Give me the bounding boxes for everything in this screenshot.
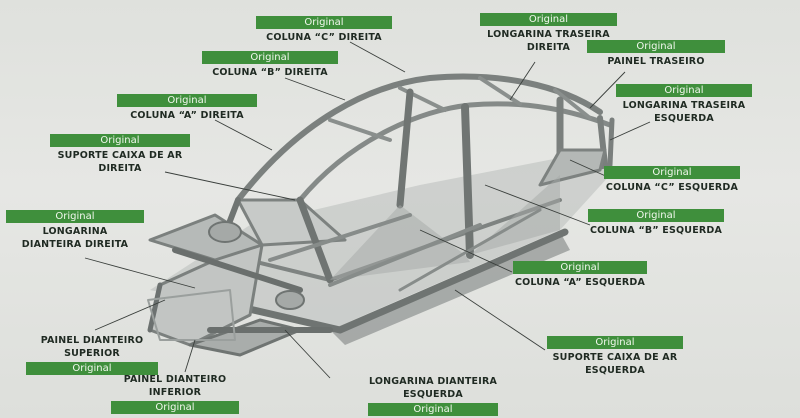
original-badge: Original — [616, 84, 752, 97]
part-name: COLUNA “A” ESQUERDA — [514, 277, 646, 288]
original-badge: Original — [513, 261, 647, 274]
part-name: LONGARINA DIANTEIRA DIREITA — [21, 226, 129, 250]
leader-longarina-traseira-esquerda — [609, 121, 651, 141]
part-name: LONGARINA TRASEIRA DIREITA — [487, 29, 610, 53]
label-suporte-caixa-direita: Original SUPORTE CAIXA DE AR DIREITA — [50, 134, 190, 175]
leader-coluna-c-esquerda — [569, 159, 611, 179]
label-painel-traseiro: Original PAINEL TRASEIRO — [587, 40, 725, 68]
original-badge: Original — [587, 40, 725, 53]
part-name: PAINEL DIANTEIRO SUPERIOR — [40, 335, 144, 359]
part-name: COLUNA “C” ESQUERDA — [605, 182, 739, 193]
part-name: PAINEL TRASEIRO — [607, 56, 705, 67]
part-name: SUPORTE CAIXA DE AR DIREITA — [57, 150, 183, 174]
label-longarina-traseira-direita: Original LONGARINA TRASEIRA DIREITA — [480, 13, 617, 54]
original-badge: Original — [480, 13, 617, 26]
original-badge: Original — [26, 362, 158, 375]
label-longarina-traseira-esquerda: Original LONGARINA TRASEIRA ESQUERDA — [616, 84, 752, 125]
original-badge: Original — [111, 401, 239, 414]
label-coluna-b-esquerda: Original COLUNA “B” ESQUERDA — [588, 209, 724, 237]
leader-coluna-c-direita — [349, 41, 406, 73]
label-painel-dianteiro-superior: PAINEL DIANTEIRO SUPERIOR Original — [26, 334, 158, 375]
part-name: SUPORTE CAIXA DE AR ESQUERDA — [552, 352, 678, 376]
original-badge: Original — [50, 134, 190, 147]
leader-longarina-dianteira-esquerda — [284, 329, 331, 379]
original-badge: Original — [604, 166, 740, 179]
part-name: COLUNA “B” ESQUERDA — [589, 225, 723, 236]
label-coluna-a-direita: Original COLUNA “A” DIREITA — [117, 94, 257, 122]
part-name: LONGARINA TRASEIRA ESQUERDA — [622, 100, 746, 124]
label-coluna-b-direita: Original COLUNA “B” DIREITA — [202, 51, 338, 79]
leader-coluna-b-esquerda — [484, 184, 591, 226]
part-name: PAINEL DIANTEIRO INFERIOR — [123, 374, 227, 398]
original-badge: Original — [368, 403, 498, 416]
leader-coluna-a-esquerda — [419, 229, 513, 273]
leader-suporte-caixa-esquerda — [454, 289, 546, 351]
part-name: COLUNA “B” DIREITA — [212, 67, 328, 78]
original-badge: Original — [6, 210, 144, 223]
original-badge: Original — [117, 94, 257, 107]
leader-painel-traseiro — [589, 71, 626, 109]
part-name: COLUNA “A” DIREITA — [130, 110, 244, 121]
label-suporte-caixa-esquerda: Original SUPORTE CAIXA DE AR ESQUERDA — [547, 336, 683, 377]
leader-coluna-b-direita — [284, 77, 346, 101]
part-name: COLUNA “C” DIREITA — [266, 32, 382, 43]
original-badge: Original — [588, 209, 724, 222]
label-painel-dianteiro-inferior: PAINEL DIANTEIRO INFERIOR Original — [111, 373, 239, 414]
label-longarina-dianteira-direita: Original LONGARINA DIANTEIRA DIREITA — [6, 210, 144, 251]
label-coluna-c-direita: Original COLUNA “C” DIREITA — [256, 16, 392, 44]
original-badge: Original — [256, 16, 392, 29]
part-name: LONGARINA DIANTEIRA ESQUERDA — [368, 376, 498, 400]
label-coluna-c-esquerda: Original COLUNA “C” ESQUERDA — [604, 166, 740, 194]
leader-painel-dianteiro-superior — [94, 299, 166, 331]
car-body-frame — [147, 73, 615, 357]
label-coluna-a-esquerda: Original COLUNA “A” ESQUERDA — [513, 261, 647, 289]
leader-lines — [84, 41, 651, 379]
leader-suporte-caixa-direita — [164, 171, 296, 201]
original-badge: Original — [202, 51, 338, 64]
original-badge: Original — [547, 336, 683, 349]
label-longarina-dianteira-esquerda: LONGARINA DIANTEIRA ESQUERDA Original — [368, 375, 498, 416]
leader-painel-dianteiro-inferior — [184, 339, 196, 373]
leader-coluna-a-direita — [214, 119, 273, 151]
leader-longarina-traseira-direita — [509, 61, 536, 101]
leader-longarina-dianteira-direita — [84, 257, 196, 289]
